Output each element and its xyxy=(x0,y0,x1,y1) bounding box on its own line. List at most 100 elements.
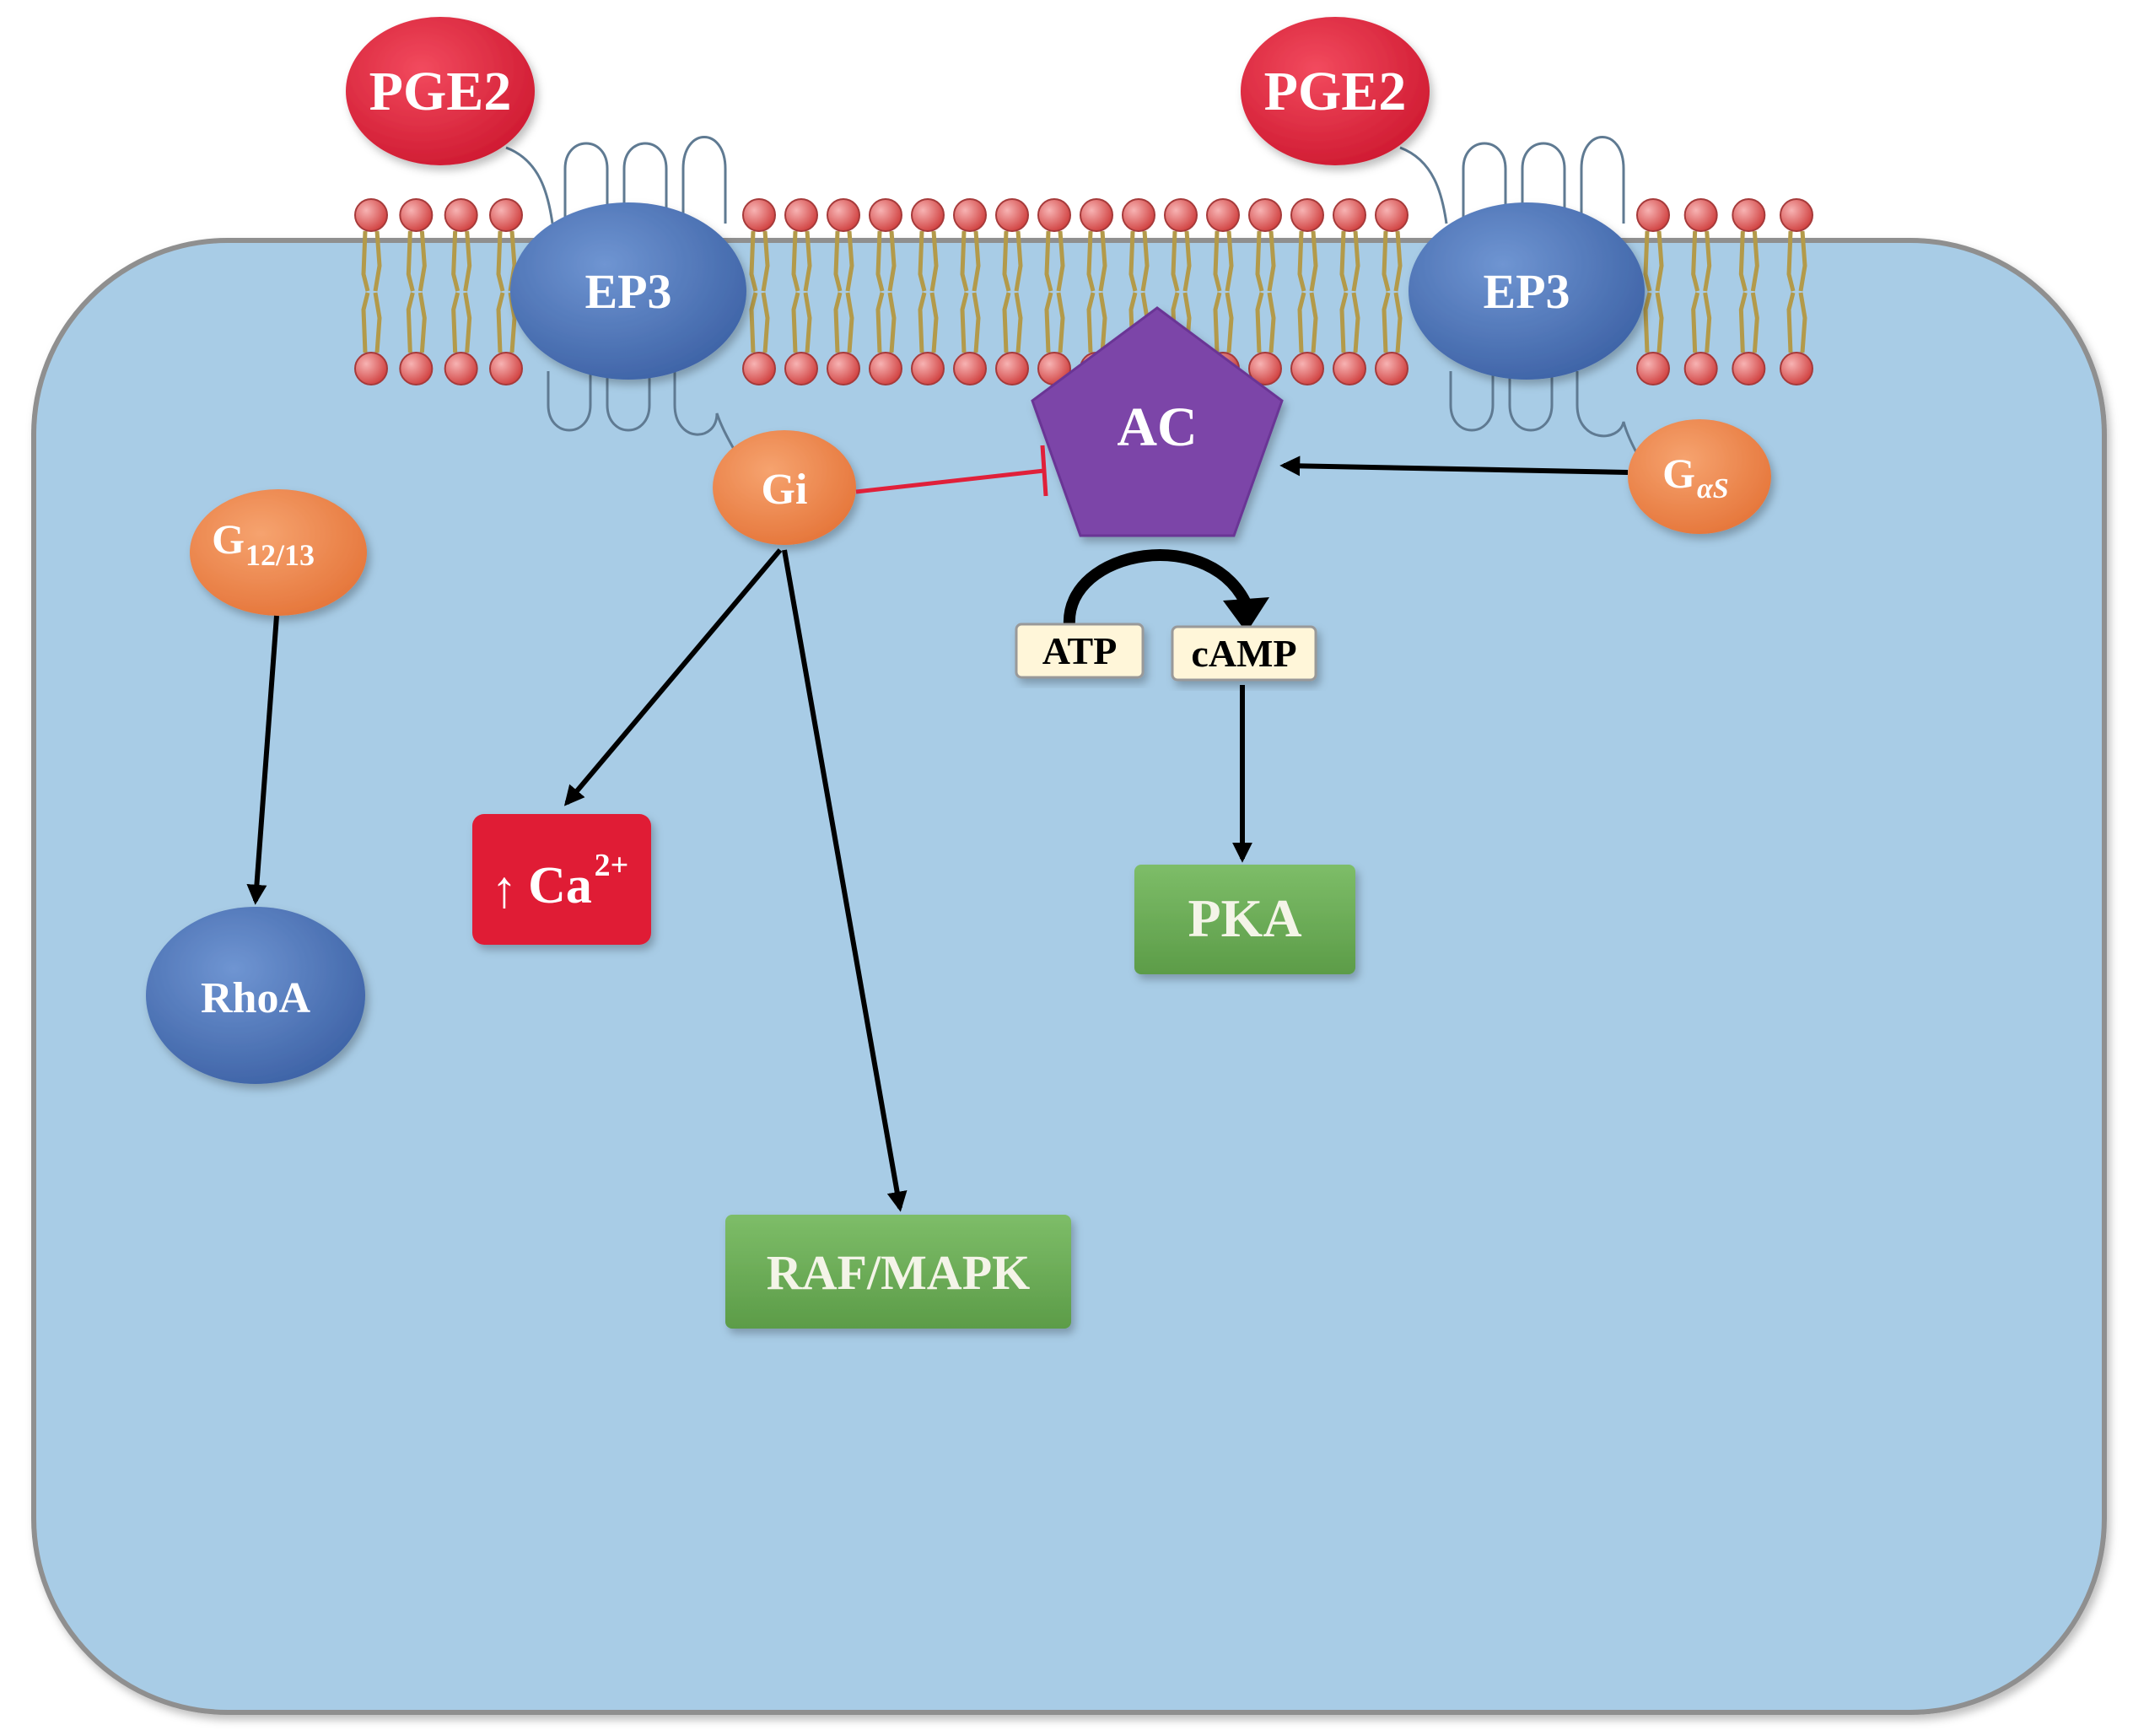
lipid-tail xyxy=(791,230,812,292)
lipid-tail xyxy=(833,292,854,353)
lipid-tail xyxy=(1297,230,1318,292)
lipid-head xyxy=(827,198,860,232)
ep3-label: EP3 xyxy=(1483,264,1570,319)
lipid-head xyxy=(1636,352,1670,385)
gi-inhibits-ac xyxy=(855,445,1048,497)
gi-label: Gi xyxy=(762,466,808,514)
lipid-head xyxy=(489,352,523,385)
calcium-up-arrow: ↑ xyxy=(492,861,518,919)
lipid-head xyxy=(1080,198,1113,232)
lipid-tail xyxy=(1213,230,1234,292)
lipid-head xyxy=(1780,352,1813,385)
lipid-head xyxy=(1375,198,1409,232)
gi-protein: Gi xyxy=(713,430,856,545)
gas-label-main: G xyxy=(1662,450,1695,497)
lipid-head xyxy=(869,198,902,232)
lipid-tail xyxy=(1044,292,1065,353)
lipid-head xyxy=(742,198,776,232)
raf-mapk-box: RAF/MAPK xyxy=(725,1215,1071,1329)
lipid-head xyxy=(827,352,860,385)
lipid-head xyxy=(911,352,945,385)
lipid-head xyxy=(742,352,776,385)
ep3-label: EP3 xyxy=(584,264,671,319)
raf-mapk-label: RAF/MAPK xyxy=(767,1245,1031,1300)
lipid-head xyxy=(1732,352,1766,385)
lipid-tail xyxy=(1691,230,1712,292)
lipid-head xyxy=(1683,352,1718,385)
lipid-head xyxy=(1375,352,1409,385)
lipid-head xyxy=(1290,352,1324,385)
ep3-receptor-right: EP3 xyxy=(1409,202,1645,380)
lipid-tail xyxy=(1002,292,1023,353)
lipid-head xyxy=(1780,198,1813,232)
lipid-head xyxy=(1248,198,1282,232)
calcium-label: Ca xyxy=(528,857,592,914)
lipid-head xyxy=(995,198,1029,232)
lipid-tail xyxy=(1339,230,1360,292)
camp-label: cAMP xyxy=(1191,632,1296,675)
lipid-head xyxy=(1164,198,1198,232)
lipid-tail xyxy=(1382,292,1403,353)
pge2-ligand-left: PGE2 xyxy=(346,17,535,165)
lipid-tail xyxy=(833,230,854,292)
lipid-tail xyxy=(1786,230,1807,292)
lipid-head xyxy=(1206,198,1240,232)
lipid-tail xyxy=(1255,292,1276,353)
lipid-head xyxy=(1732,198,1766,232)
lipid-tail xyxy=(451,230,472,292)
atp-to-camp-arrowhead xyxy=(1223,597,1269,633)
lipid-tail xyxy=(1171,230,1192,292)
lipid-tail xyxy=(960,292,981,353)
g1213-to-rhoa-arrow xyxy=(246,615,279,905)
lipid-head xyxy=(995,352,1029,385)
lipid-tail xyxy=(749,230,770,292)
cell-body xyxy=(31,238,2107,1715)
lipid-tail xyxy=(749,292,770,353)
lipid-tail xyxy=(1339,292,1360,353)
lipid-head xyxy=(1683,198,1718,232)
lipid-head xyxy=(784,352,818,385)
lipid-tail xyxy=(1382,230,1403,292)
lipid-head xyxy=(1636,198,1670,232)
camp-box: cAMP xyxy=(1171,625,1317,682)
lipid-head xyxy=(1333,198,1366,232)
rhoa-node: RhoA xyxy=(146,907,365,1084)
calcium-box: ↑ Ca 2+ xyxy=(472,814,651,945)
lipid-tail xyxy=(406,230,427,292)
lipid-head xyxy=(444,198,478,232)
lipid-tail xyxy=(406,292,427,353)
gi-to-raf-mapk-arrow xyxy=(782,549,908,1212)
gas-label-sub: αS xyxy=(1697,473,1729,504)
lipid-tail xyxy=(960,230,981,292)
gi-to-calcium-arrow xyxy=(563,548,783,806)
lipid-head xyxy=(354,198,388,232)
lipid-head xyxy=(354,352,388,385)
lipid-head xyxy=(1333,352,1366,385)
pka-label: PKA xyxy=(1188,888,1301,948)
calcium-charge-label: 2+ xyxy=(595,848,629,883)
lipid-head xyxy=(1248,352,1282,385)
lipid-head xyxy=(1290,198,1324,232)
pka-box: PKA xyxy=(1134,865,1355,974)
lipid-head xyxy=(953,352,987,385)
lipid-tail xyxy=(1002,230,1023,292)
ac-label: AC xyxy=(1117,396,1197,458)
g1213-label-sub: 12/13 xyxy=(245,538,315,572)
lipid-head xyxy=(869,352,902,385)
lipid-tail xyxy=(875,230,897,292)
gas-activates-ac-arrow xyxy=(1279,456,1629,477)
lipid-tail xyxy=(1691,292,1712,353)
lipid-tail xyxy=(361,230,382,292)
pge2-label: PGE2 xyxy=(1264,61,1407,122)
lipid-tail xyxy=(1297,292,1318,353)
lipid-tail xyxy=(1786,292,1807,353)
lipid-tail xyxy=(918,292,939,353)
lipid-tail xyxy=(1086,292,1107,353)
ep3-receptor-left: EP3 xyxy=(510,202,746,380)
lipid-tail xyxy=(791,292,812,353)
lipid-head xyxy=(1037,198,1071,232)
lipid-tail xyxy=(875,292,897,353)
g1213-protein: G 12/13 xyxy=(190,489,367,616)
atp-to-camp-arrow xyxy=(1063,549,1254,627)
lipid-tail xyxy=(1128,230,1150,292)
